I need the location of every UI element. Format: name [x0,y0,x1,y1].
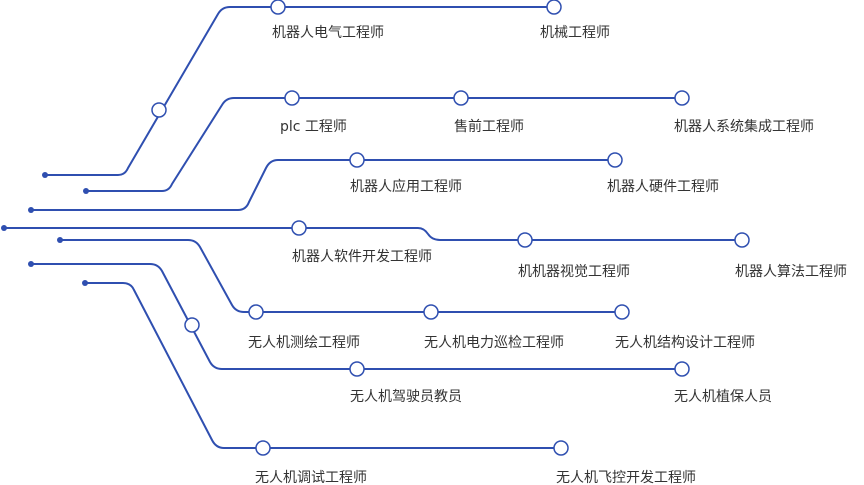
start-dot [28,261,34,267]
station-mechanical-engineer [546,0,562,15]
route-uav-surveying [59,239,623,313]
route-plc [85,97,683,192]
station-machine-vision-engineer [517,232,533,248]
route-uav-pilot-instructor [30,263,683,370]
station-junction [184,317,200,333]
station-junction [151,102,167,118]
label-presales-engineer: 售前工程师 [454,118,524,135]
label-robot-electrical-engineer: 机器人电气工程师 [272,25,384,41]
start-dot [42,172,48,178]
start-dot [83,188,89,194]
station-presales-engineer [453,90,469,106]
label-plc-engineer: plc 工程师 [280,119,347,135]
label-robot-application-engineer: 机器人应用工程师 [350,178,462,195]
station-robot-electrical-engineer [270,0,286,15]
label-uav-plant-protection: 无人机植保人员 [674,389,772,405]
station-robot-algorithm-engineer [734,232,750,248]
start-dot [28,207,34,213]
start-dot [1,225,7,231]
label-uav-power-inspection-engineer: 无人机电力巡检工程师 [424,335,564,351]
station-uav-power-inspection-engineer [423,304,439,320]
label-uav-flight-control-engineer: 无人机飞控开发工程师 [556,470,696,485]
station-robot-software-engineer [291,220,307,236]
station-robot-hardware-engineer [607,152,623,168]
label-uav-structure-design-engineer: 无人机结构设计工程师 [615,335,755,351]
start-dot [82,280,88,286]
route-uav-debugging [84,282,562,449]
station-uav-structure-design-engineer [614,304,630,320]
route-robot-application [30,159,616,211]
station-uav-plant-protection [674,361,690,377]
station-uav-debugging-engineer [255,440,271,456]
label-mechanical-engineer: 机械工程师 [540,25,610,41]
label-uav-pilot-instructor: 无人机驾驶员教员 [350,389,462,405]
label-robot-software-engineer: 机器人软件开发工程师 [292,249,432,265]
station-robot-application-engineer [349,152,365,168]
start-dot [57,237,63,243]
route-robot-software [3,227,743,241]
route-robot-electrical [44,6,555,176]
label-robot-system-integration-engineer: 机器人系统集成工程师 [674,118,814,135]
station-uav-flight-control-engineer [553,440,569,456]
label-robot-algorithm-engineer: 机器人算法工程师 [735,264,847,280]
station-uav-surveying-engineer [248,304,264,320]
label-uav-debugging-engineer: 无人机调试工程师 [255,470,367,485]
label-robot-hardware-engineer: 机器人硬件工程师 [607,179,719,195]
station-robot-system-integration-engineer [674,90,690,106]
label-uav-surveying-engineer: 无人机测绘工程师 [248,335,360,351]
label-machine-vision-engineer: 机机器视觉工程师 [518,264,630,280]
station-plc-engineer [284,90,300,106]
station-uav-pilot-instructor [349,361,365,377]
